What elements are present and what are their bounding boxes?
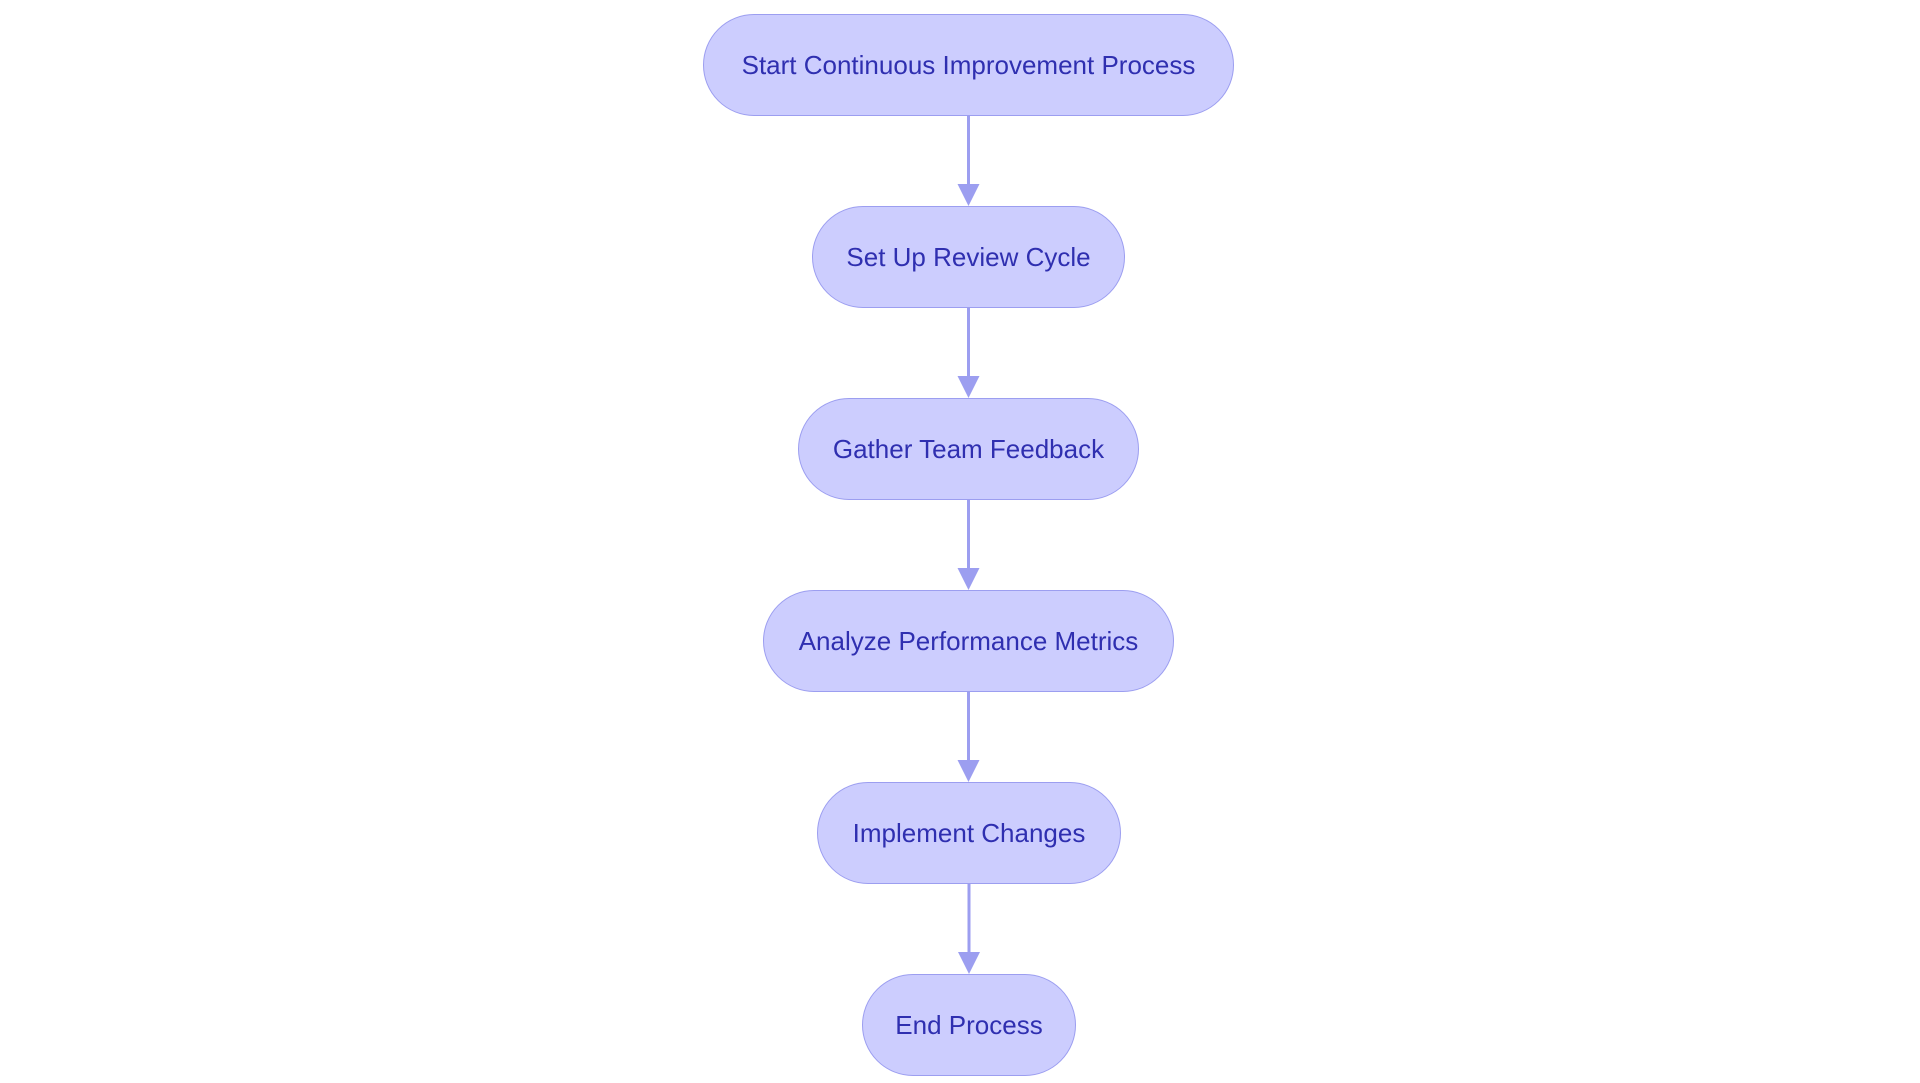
node-label: Set Up Review Cycle: [846, 242, 1091, 272]
node-analyze-performance-metrics: Analyze Performance Metrics: [763, 590, 1174, 692]
arrowhead-icon: [957, 376, 980, 398]
node-label: Analyze Performance Metrics: [798, 626, 1139, 656]
node-set-up-review-cycle: Set Up Review Cycle: [812, 206, 1125, 308]
node-implement-changes: Implement Changes: [817, 782, 1121, 884]
arrowhead-icon: [957, 568, 980, 590]
node-start-continuous-improvement-process: Start Continuous Improvement Process: [703, 14, 1234, 116]
arrowhead-icon: [957, 184, 980, 206]
arrowhead-icon: [958, 952, 980, 974]
node-end-process: End Process: [862, 974, 1076, 1076]
node-label: End Process: [895, 1010, 1043, 1040]
arrowhead-icon: [957, 760, 980, 782]
node-label: Implement Changes: [852, 818, 1086, 848]
node-gather-team-feedback: Gather Team Feedback: [798, 398, 1139, 500]
node-label: Start Continuous Improvement Process: [741, 50, 1196, 80]
node-label: Gather Team Feedback: [832, 434, 1105, 464]
